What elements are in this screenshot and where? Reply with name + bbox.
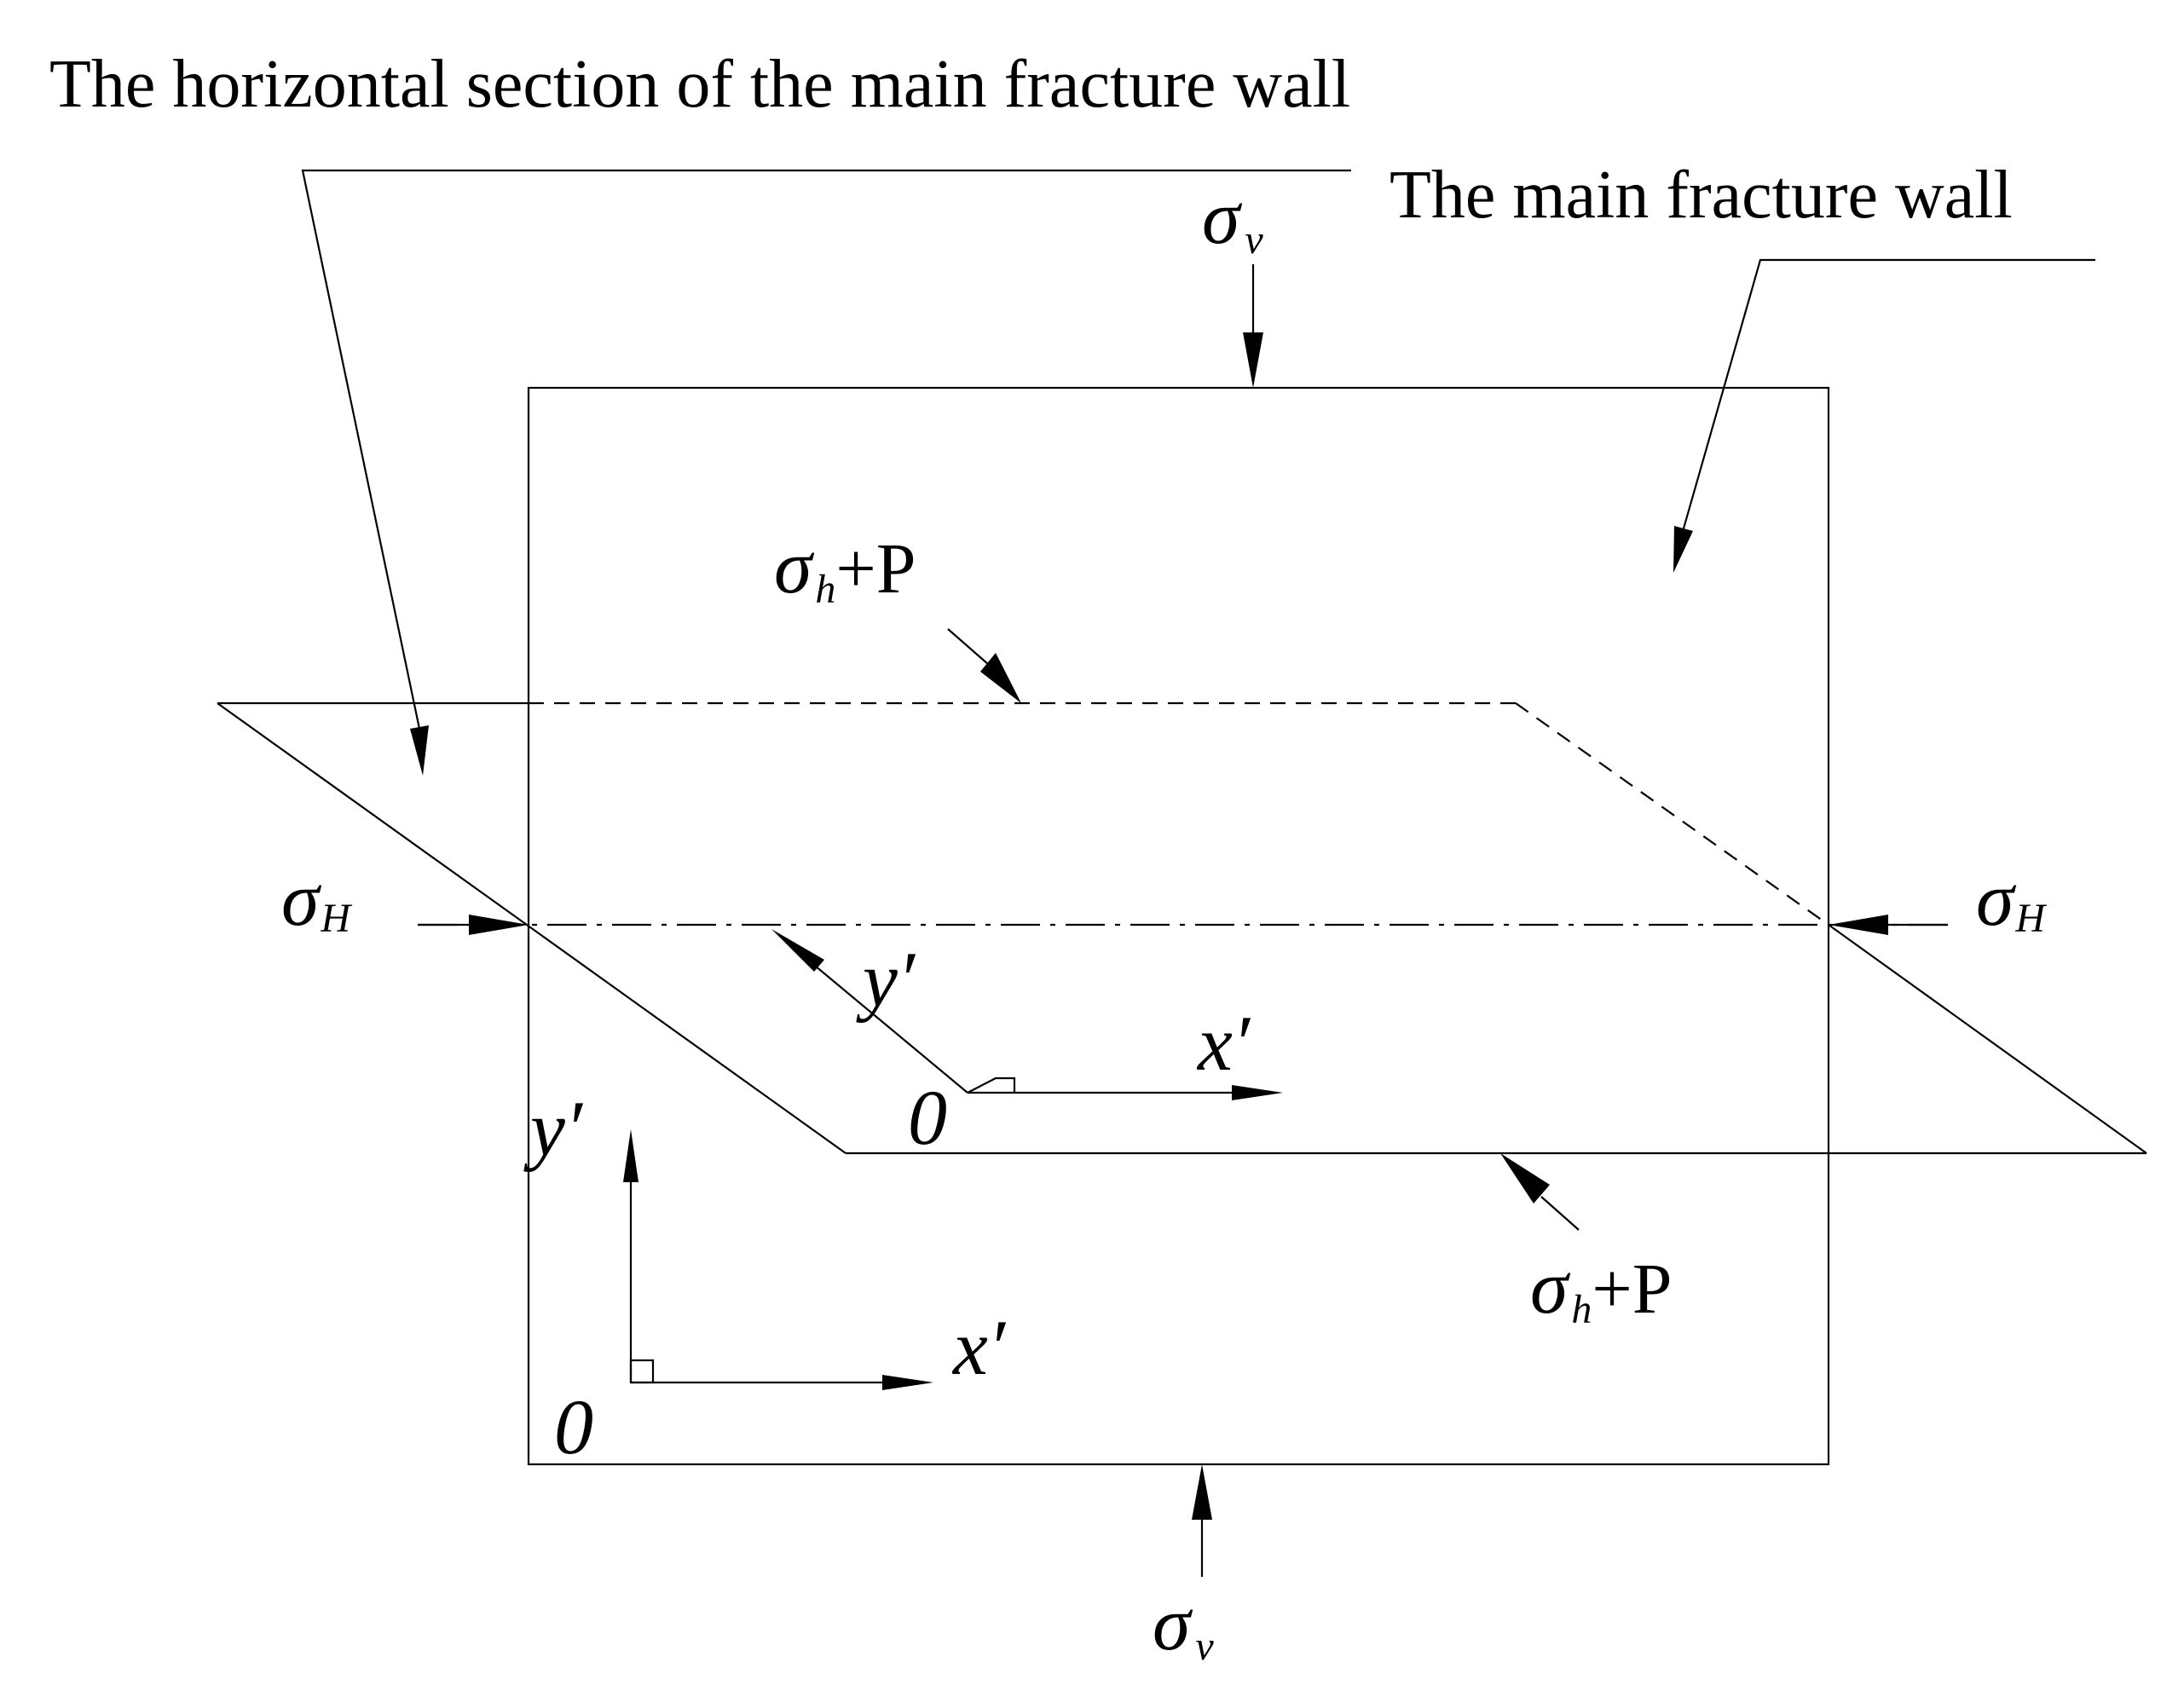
wall-x-axis-label: x′ [951,1304,1007,1391]
wall-origin-label: 0 [554,1383,593,1470]
horizontal-section-leader [301,169,1351,776]
horizontal-section-plane [217,701,2147,1155]
sigma-h-min-bottom-label: σh+P [1530,1245,1672,1332]
sigma-h-max-left-arrow [418,915,529,935]
wall-y-axis-label: y′ [523,1085,584,1172]
sigma-v-top-arrow [1243,264,1263,388]
section-x-axis-arrow [968,1085,1283,1100]
wall-x-axis-arrow [631,1375,933,1390]
section-origin-label: 0 [908,1074,947,1161]
main-wall-leader [1673,258,2095,573]
sigma-h-min-top-label: σh+P [774,525,916,612]
section-right-angle-mark [967,1076,1016,1094]
sigma-h-max-left-label: σH [281,857,352,942]
main-wall-title: The main fracture wall [1390,158,2013,233]
horizontal-section-title: The horizontal section of the main fract… [49,47,1350,122]
section-x-axis-label: x′ [1196,1000,1251,1087]
sigma-h-min-bottom-arrow [1500,1153,1580,1231]
sigma-h-max-right-arrow [1829,915,1948,935]
wall-right-angle-mark [629,1359,655,1384]
sigma-h-max-right-label: σH [1976,857,2047,942]
section-y-axis-label: y′ [856,936,916,1023]
sigma-h-min-top-arrow [947,628,1021,703]
section-y-axis-arrow [771,929,968,1094]
wall-y-axis-arrow [623,1129,638,1382]
sigma-v-bottom-arrow [1192,1464,1212,1577]
